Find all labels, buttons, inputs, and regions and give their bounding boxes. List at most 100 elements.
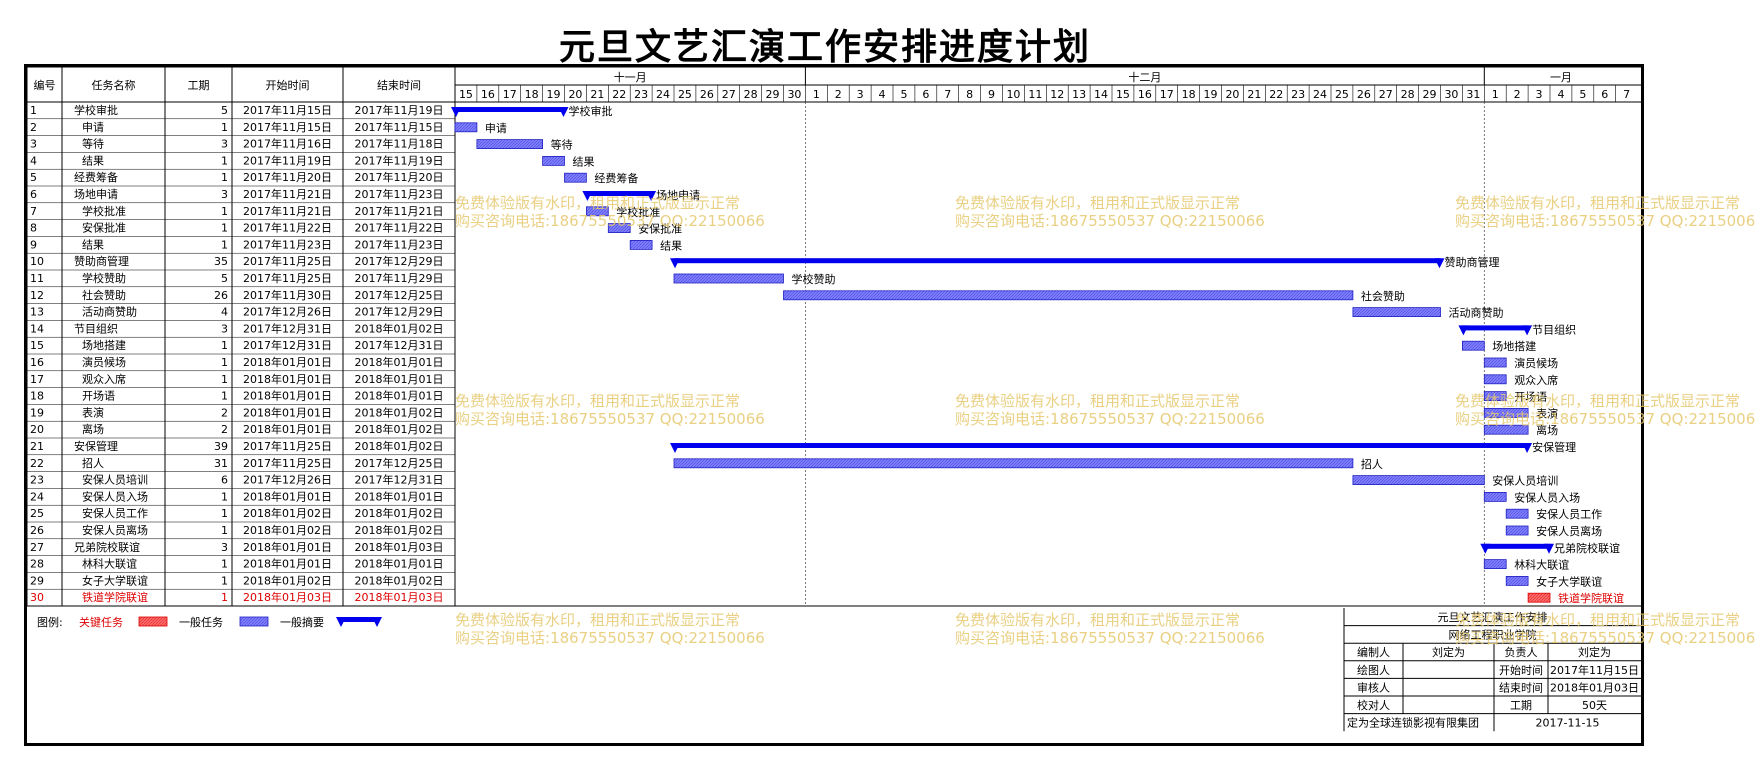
task-bar-label: 观众入席 — [1514, 373, 1558, 387]
watermark-line-2: 购买咨询电话:18675550537 QQ:22150066 — [955, 212, 1265, 230]
task-start: 2017年11月30日 — [243, 288, 332, 302]
legend-critical-swatch — [138, 616, 168, 627]
task-id: 10 — [30, 255, 44, 268]
task-bar — [673, 458, 1354, 469]
day-label: 29 — [766, 88, 780, 101]
task-id: 7 — [30, 205, 37, 218]
task-id: 6 — [30, 188, 37, 201]
task-name: 兄弟院校联谊 — [74, 540, 140, 554]
summary-bar — [1462, 325, 1529, 331]
task-start: 2017年11月21日 — [243, 187, 332, 201]
task-end: 2018年01月02日 — [355, 523, 444, 537]
task-duration: 1 — [221, 558, 228, 571]
summary-bar — [674, 258, 1441, 264]
task-name: 林科大联谊 — [82, 557, 137, 571]
info-cell: 2017年11月15日 — [1550, 663, 1639, 677]
watermark-line-2: 购买咨询电话:18675550537 QQ:22150066 — [455, 212, 765, 230]
watermark-line-2: 购买咨询电话:18675550537 QQ:22150066 — [455, 629, 765, 647]
task-duration: 5 — [221, 104, 228, 117]
day-label: 15 — [1116, 88, 1130, 101]
task-id: 3 — [30, 138, 37, 151]
task-end: 2018年01月01日 — [355, 489, 444, 503]
summary-end-marker — [1522, 443, 1533, 453]
task-name: 结果 — [82, 154, 104, 167]
watermark-line-2: 购买咨询电话:18675550537 QQ:22150066 — [1455, 212, 1755, 230]
day-label: 3 — [1536, 88, 1543, 101]
month-label: 十二月 — [1128, 70, 1161, 84]
task-id: 20 — [30, 423, 44, 436]
day-label: 20 — [1225, 88, 1239, 101]
task-duration: 1 — [221, 390, 228, 403]
task-id: 26 — [30, 524, 44, 537]
task-bar-label: 节目组织 — [1532, 322, 1576, 336]
day-label: 21 — [1247, 88, 1261, 101]
task-id: 11 — [30, 272, 44, 285]
task-bar-label: 安保人员离场 — [1536, 524, 1602, 538]
info-cell: 校对人 — [1357, 698, 1390, 712]
day-label: 19 — [1204, 88, 1218, 101]
day-label: 24 — [656, 88, 670, 101]
task-end: 2017年11月15日 — [355, 120, 444, 134]
task-end: 2018年01月01日 — [355, 557, 444, 571]
task-start: 2017年11月25日 — [243, 254, 332, 268]
info-cell: 2018年01月03日 — [1550, 680, 1639, 694]
task-start: 2018年01月02日 — [243, 573, 332, 587]
task-end: 2018年01月01日 — [355, 389, 444, 403]
task-bar-label: 安保管理 — [1532, 440, 1576, 454]
task-end: 2017年11月20日 — [355, 170, 444, 184]
watermark-line-1: 免费体验版有水印，租用和正式版显示正常 — [1455, 194, 1740, 212]
summary-start-marker — [451, 107, 461, 117]
day-label: 30 — [1444, 88, 1458, 101]
task-bar — [1483, 559, 1507, 569]
legend-summary-start — [336, 617, 346, 627]
header-end: 结束时间 — [377, 79, 421, 92]
legend-summary-swatch — [340, 617, 378, 622]
info-cell: 刘定为 — [1578, 645, 1611, 659]
task-end: 2017年11月19日 — [355, 153, 444, 167]
summary-end-marker — [1544, 543, 1554, 554]
watermark-line-1: 免费体验版有水印，租用和正式版显示正常 — [955, 194, 1240, 212]
task-bar-label: 学校批准 — [616, 205, 660, 219]
task-duration: 1 — [221, 507, 228, 520]
task-name: 招人 — [82, 456, 104, 470]
watermark-line-2: 购买咨询电话:18675550537 QQ:22150066 — [955, 629, 1265, 647]
task-start: 2018年01月01日 — [243, 405, 332, 419]
header-start: 开始时间 — [266, 78, 310, 92]
task-duration: 3 — [221, 138, 228, 151]
day-label: 17 — [503, 88, 517, 101]
task-bar — [607, 223, 631, 234]
day-label: 28 — [1401, 88, 1415, 101]
task-end: 2017年11月18日 — [355, 137, 444, 151]
task-end: 2018年01月01日 — [355, 372, 444, 386]
summary-bar — [586, 191, 653, 196]
task-duration: 1 — [221, 171, 228, 184]
task-end: 2018年01月03日 — [355, 540, 444, 554]
task-name: 社会赞助 — [82, 288, 126, 302]
task-bar — [1483, 424, 1529, 435]
task-id: 19 — [30, 406, 44, 419]
day-label: 10 — [1006, 88, 1020, 101]
task-start: 2018年01月03日 — [243, 590, 332, 604]
watermark-line-2: 购买咨询电话:18675550537 QQ:22150066 — [1455, 629, 1755, 647]
info-cell: 结束时间 — [1499, 681, 1543, 694]
task-duration: 4 — [221, 306, 228, 319]
task-start: 2017年12月26日 — [243, 473, 332, 487]
task-start: 2017年11月23日 — [243, 237, 332, 251]
task-id: 17 — [30, 373, 44, 386]
summary-start-marker — [1480, 543, 1491, 554]
task-id: 21 — [30, 440, 44, 453]
day-label: 8 — [966, 88, 973, 101]
day-label: 30 — [787, 88, 801, 101]
task-name: 铁道学院联谊 — [82, 590, 148, 604]
task-bar — [1505, 525, 1529, 536]
task-bar-label: 表演 — [1536, 406, 1558, 420]
task-duration: 6 — [221, 474, 228, 487]
day-label: 9 — [988, 88, 995, 101]
watermark-line-1: 免费体验版有水印，租用和正式版显示正常 — [1455, 611, 1740, 629]
summary-start-marker — [582, 191, 593, 201]
task-id: 25 — [30, 507, 44, 520]
day-label: 18 — [525, 88, 539, 101]
header-dur: 工期 — [188, 79, 210, 92]
task-name: 表演 — [82, 405, 104, 419]
day-label: 12 — [1050, 88, 1064, 101]
